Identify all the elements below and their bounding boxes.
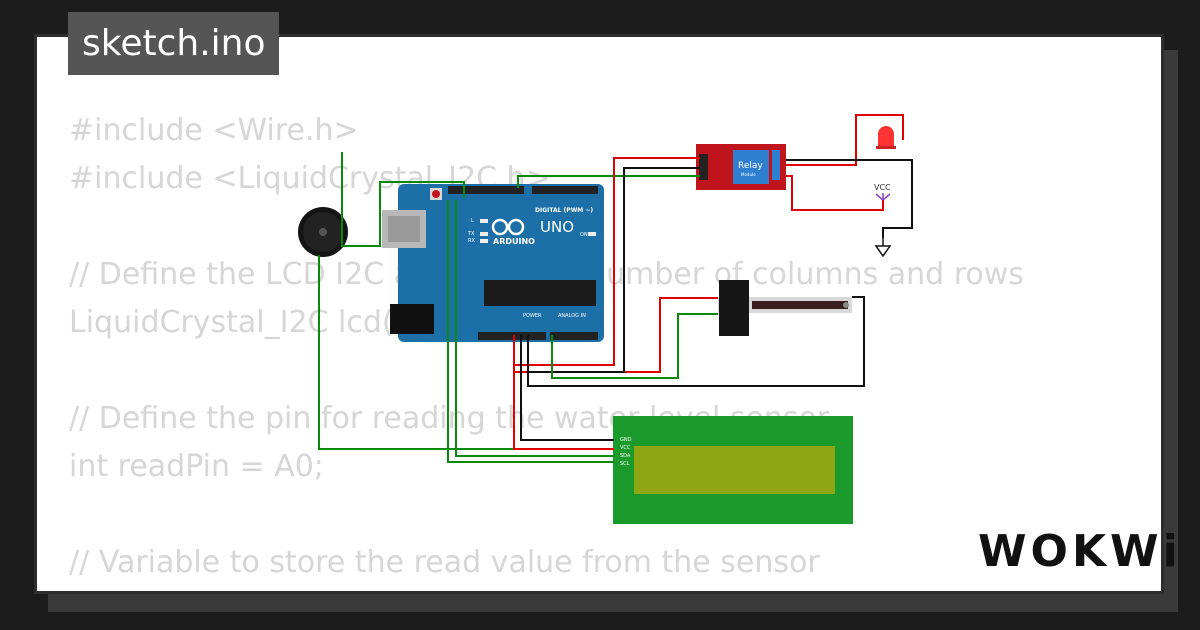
- lcd-pin-vcc: VCC: [620, 445, 631, 451]
- lcd-screen: [634, 446, 835, 494]
- relay-block: [733, 150, 769, 184]
- digital-header-right: [532, 186, 598, 194]
- wire-relay-vcc: [786, 175, 884, 211]
- wire-gnd-pot: [527, 296, 865, 387]
- red-led[interactable]: [876, 126, 896, 149]
- arduino-uno-board[interactable]: UNO ARDUINO DIGITAL (PWM ~) POWER ANALOG…: [382, 184, 604, 342]
- wire-scl: [447, 200, 614, 463]
- arduino-brand-text: ARDUINO: [493, 237, 535, 246]
- slide-potentiometer[interactable]: [718, 280, 852, 336]
- wire-gnd-lcd: [520, 335, 614, 441]
- lcd-pin-gnd: GND: [620, 437, 632, 443]
- digital-header-left: [448, 186, 524, 194]
- power-jack: [390, 304, 434, 334]
- wires: [318, 114, 913, 463]
- power-header: [478, 332, 546, 340]
- lcd-pin-sda: SDA: [620, 453, 631, 459]
- on-led-label: ON: [580, 232, 588, 238]
- buzzer[interactable]: [298, 207, 348, 257]
- wire-led-gnd: [786, 159, 913, 238]
- digital-label: DIGITAL (PWM ~): [535, 207, 593, 214]
- atmega-chip: [484, 280, 596, 306]
- svg-text:VCC: VCC: [874, 183, 891, 192]
- wire-relay-in: [517, 175, 700, 188]
- wire-gnd-relay: [528, 167, 700, 373]
- wire-relay-led: [786, 114, 904, 166]
- lcd-pin-scl: SCL: [620, 461, 630, 467]
- tx-led-label: TX: [467, 231, 475, 237]
- power-label: POWER: [523, 313, 542, 319]
- wokwi-logo: WOKWi: [978, 526, 1182, 577]
- wire-sda: [455, 200, 614, 457]
- wire-buzzer-pin: [341, 152, 465, 247]
- vcc-symbol: VCC: [874, 183, 891, 201]
- potentiometer-knob[interactable]: [719, 280, 749, 336]
- ground-symbol: [874, 238, 892, 258]
- l-led-label: L: [471, 218, 474, 224]
- arduino-model-text: UNO: [540, 218, 574, 236]
- arduino-logo-icon: [491, 218, 525, 236]
- rx-led-label: RX: [468, 238, 475, 244]
- lcd-display[interactable]: GND VCC SDA SCL: [613, 416, 853, 524]
- analog-label: ANALOG IN: [558, 313, 586, 319]
- wire-a0-pot: [551, 313, 718, 379]
- relay-module[interactable]: Relay Module: [696, 144, 786, 190]
- wire-5v-relay: [514, 157, 700, 366]
- code-background: #include <Wire.h> #include <LiquidCrysta…: [69, 113, 1024, 580]
- relay-subtitle: Module: [741, 172, 756, 177]
- sketch-filename-tab[interactable]: sketch.ino: [68, 12, 280, 75]
- relay-title: Relay: [738, 161, 763, 171]
- analog-header: [550, 332, 598, 340]
